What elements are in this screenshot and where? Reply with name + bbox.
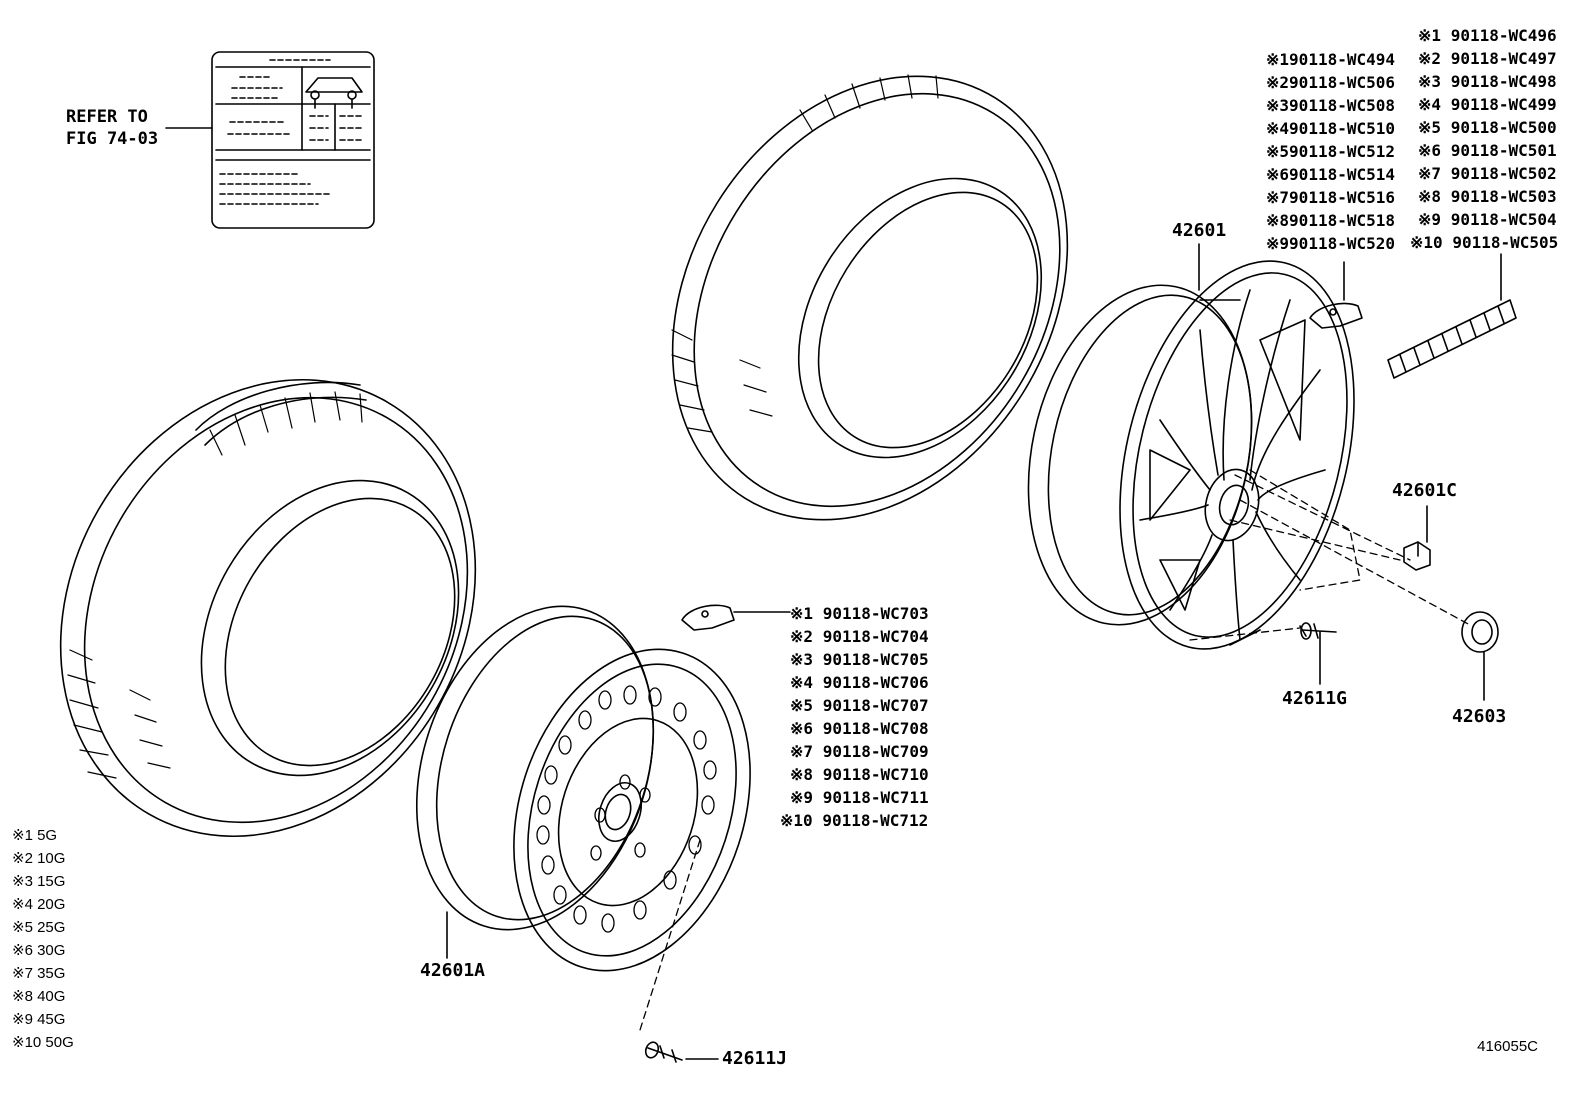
balance-weight-icon xyxy=(1387,299,1517,379)
center-cap-icon xyxy=(1461,611,1499,653)
legend-item: ※10 50G xyxy=(12,1034,74,1051)
part-label-42611J[interactable]: 42611J xyxy=(722,1048,788,1069)
list-item[interactable]: ※5 90118-WC500 xyxy=(1418,118,1557,137)
list-item[interactable]: ※890118-WC518 xyxy=(1266,211,1396,230)
legend-item: ※1 5G xyxy=(12,827,58,844)
valve-stem-lower-icon xyxy=(644,1041,683,1063)
list-item[interactable]: ※9 90118-WC711 xyxy=(790,788,929,807)
bolt-guide-lines xyxy=(1189,469,1471,641)
list-item[interactable]: ※1 90118-WC703 xyxy=(790,604,929,623)
tire-left-icon xyxy=(59,378,477,838)
tire-upper-icon xyxy=(671,74,1069,521)
list-item[interactable]: ※2 90118-WC497 xyxy=(1418,49,1557,68)
list-item[interactable]: ※390118-WC508 xyxy=(1266,96,1396,115)
part-label-42601A[interactable]: 42601A xyxy=(420,960,486,981)
list-item[interactable]: ※4 90118-WC499 xyxy=(1418,95,1557,114)
tpms-sensor-upper-icon xyxy=(1309,302,1363,329)
list-item[interactable]: ※7 90118-WC502 xyxy=(1418,164,1557,183)
list-item[interactable]: ※3 90118-WC705 xyxy=(790,650,929,669)
part-label-42611G[interactable]: 42611G xyxy=(1282,688,1348,709)
list-item[interactable]: ※6 90118-WC708 xyxy=(790,719,929,738)
part-label-42601C[interactable]: 42601C xyxy=(1392,480,1458,501)
wheel-nut-icon xyxy=(1403,541,1431,571)
legend-item: ※9 45G xyxy=(12,1011,66,1028)
tpms-sensor-lower-icon xyxy=(681,604,735,631)
refer-to-label: REFER TO FIG 74-03 xyxy=(66,106,158,150)
list-item[interactable]: ※7 90118-WC709 xyxy=(790,742,929,761)
legend-item: ※2 10G xyxy=(12,850,66,867)
sensor-list-lower: ※1 90118-WC703 ※2 90118-WC704 ※3 90118-W… xyxy=(780,602,929,832)
part-label-42601[interactable]: 42601 xyxy=(1172,220,1227,241)
list-item[interactable]: ※190118-WC494 xyxy=(1266,50,1396,69)
list-item[interactable]: ※10 90118-WC505 xyxy=(1410,233,1559,252)
list-item[interactable]: ※4 90118-WC706 xyxy=(790,673,929,692)
legend-item: ※4 20G xyxy=(12,896,66,913)
weight-legend: ※1 5G ※2 10G ※3 15G ※4 20G ※5 25G ※6 30G… xyxy=(12,824,74,1054)
refer-line2: FIG 74-03 xyxy=(66,129,159,149)
list-item[interactable]: ※1 90118-WC496 xyxy=(1418,26,1557,45)
sensor-list-upper: ※190118-WC494 ※290118-WC506 ※390118-WC50… xyxy=(1266,48,1395,255)
valve-stem-upper-icon xyxy=(1299,622,1337,640)
list-item[interactable]: ※8 90118-WC503 xyxy=(1418,187,1557,206)
list-item[interactable]: ※8 90118-WC710 xyxy=(790,765,929,784)
list-item[interactable]: ※2 90118-WC704 xyxy=(790,627,929,646)
legend-item: ※5 25G xyxy=(12,919,66,936)
list-item[interactable]: ※490118-WC510 xyxy=(1266,119,1396,138)
list-item[interactable]: ※590118-WC512 xyxy=(1266,142,1396,161)
list-item[interactable]: ※3 90118-WC498 xyxy=(1418,72,1557,91)
list-item[interactable]: ※6 90118-WC501 xyxy=(1418,141,1557,160)
list-item[interactable]: ※290118-WC506 xyxy=(1266,73,1396,92)
tire-placard-icon xyxy=(211,51,375,229)
part-label-42603[interactable]: 42603 xyxy=(1452,706,1507,727)
diagram-code: 416055C xyxy=(1477,1038,1538,1055)
legend-item: ※8 40G xyxy=(12,988,66,1005)
list-item[interactable]: ※10 90118-WC712 xyxy=(780,811,929,830)
legend-item: ※7 35G xyxy=(12,965,66,982)
refer-line1: REFER TO xyxy=(66,107,148,127)
legend-item: ※6 30G xyxy=(12,942,66,959)
list-item[interactable]: ※5 90118-WC707 xyxy=(790,696,929,715)
steel-wheel-icon xyxy=(415,605,751,972)
legend-item: ※3 15G xyxy=(12,873,66,890)
list-item[interactable]: ※990118-WC520 xyxy=(1266,234,1396,253)
list-item[interactable]: ※690118-WC514 xyxy=(1266,165,1396,184)
valve-guide-line xyxy=(639,839,701,1031)
list-item[interactable]: ※790118-WC516 xyxy=(1266,188,1396,207)
alloy-wheel-icon xyxy=(1027,260,1355,650)
weight-list-right: ※1 90118-WC496 ※2 90118-WC497 ※3 90118-W… xyxy=(1410,24,1558,254)
list-item[interactable]: ※9 90118-WC504 xyxy=(1418,210,1557,229)
